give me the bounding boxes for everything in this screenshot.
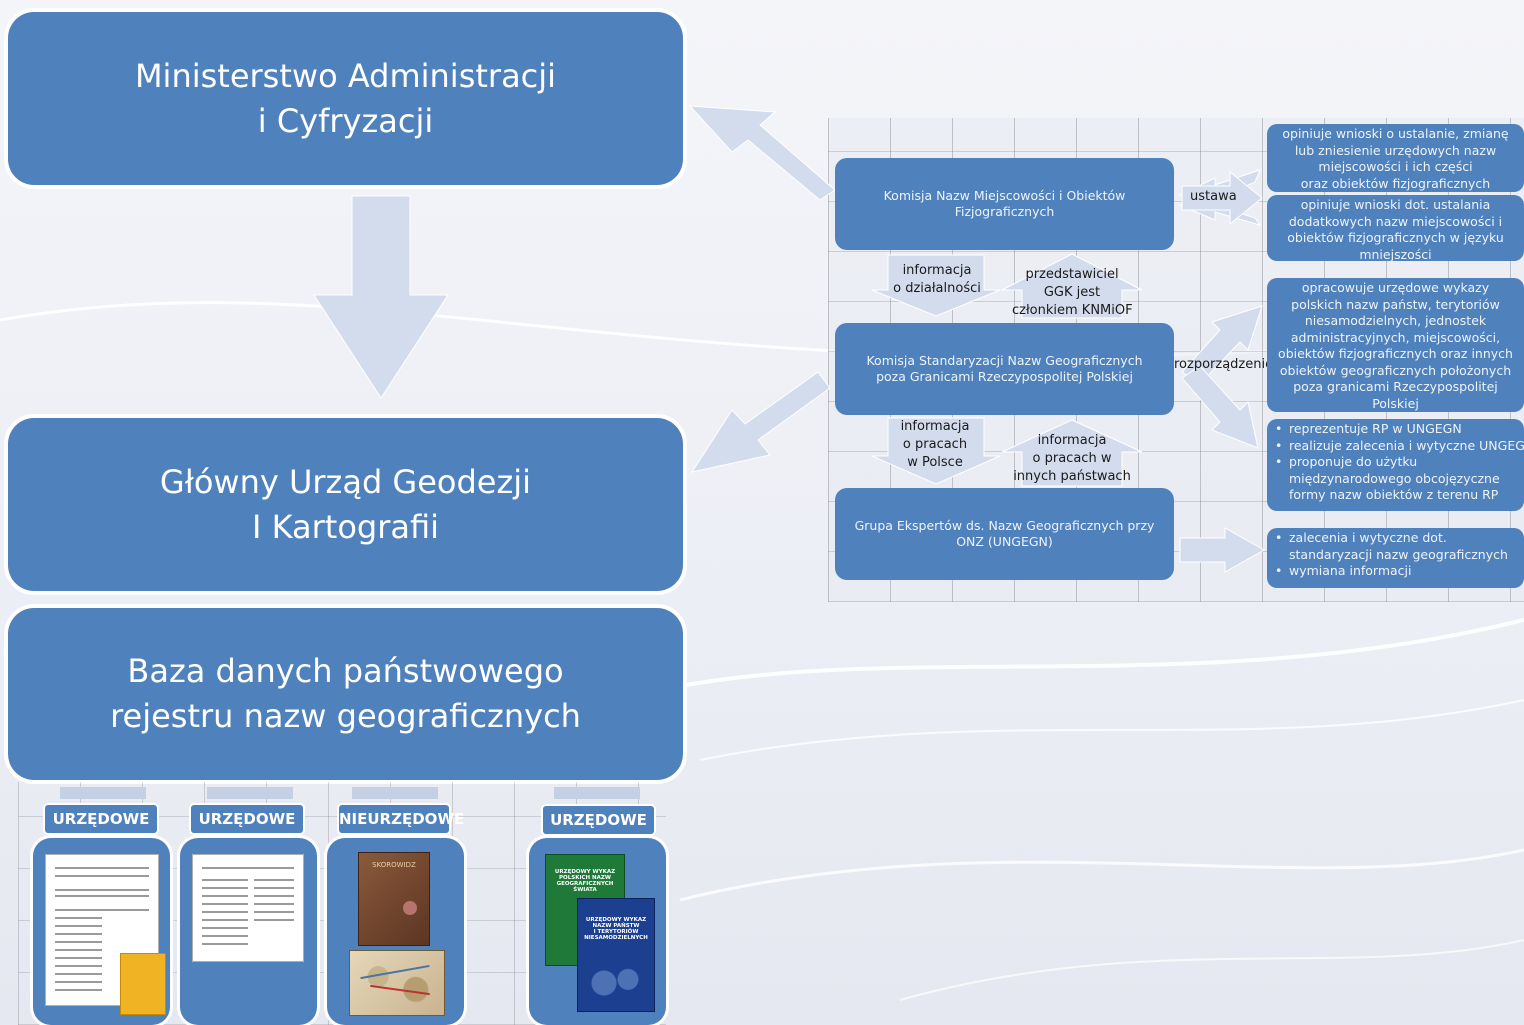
ustawa-label: ustawa	[1190, 189, 1237, 204]
duty-1-line: opiniuje wnioski o ustalanie, zmianę	[1282, 126, 1509, 141]
duty-3-line: niesamodzielnych, jednostek	[1304, 313, 1487, 328]
duty-4-item: reprezentuje RP w UNGEGN	[1275, 421, 1520, 438]
database-line-2: rejestru nazw geograficznych	[110, 697, 581, 735]
duty-3-line: obiektów fizjograficznych oraz innych	[1278, 346, 1513, 361]
duty-box-4: reprezentuje RP w UNGEGN realizuje zalec…	[1267, 419, 1524, 511]
document-card-3: SKOROWIDZ	[327, 838, 464, 1025]
duty-box-1: opiniuje wnioski o ustalanie, zmianę lub…	[1267, 124, 1524, 192]
duty-4-item: proponuje do użytku	[1275, 454, 1520, 471]
info-poland-line-1: informacja	[900, 419, 970, 434]
duty-box-5: zalecenia i wytyczne dot. standaryzacji …	[1267, 528, 1524, 588]
ministry-line-2: i Cyfryzacji	[257, 101, 434, 140]
tag-unofficial: NIEURZĘDOWE	[339, 805, 464, 833]
book-1-title-line: POLSKICH NAZW	[559, 875, 611, 881]
book-1-title-line: URZĘDOWY WYKAZ	[554, 869, 616, 875]
tag-connector	[352, 787, 438, 799]
database-line-1: Baza danych państwowego	[127, 652, 564, 690]
tag-connector	[60, 787, 146, 799]
ungegn-label: Grupa Ekspertów ds. Nazw Geograficznych …	[854, 518, 1155, 549]
info-poland-label: informacja o pracach w Polsce	[892, 418, 978, 472]
info-poland-line-2: o pracach	[902, 437, 968, 452]
gugik-box: Główny Urząd Geodezji I Kartografii	[8, 418, 683, 591]
duty-3-line: obiektów geograficznych położonych	[1279, 362, 1512, 378]
database-box: Baza danych państwowego rejestru nazw ge…	[8, 608, 683, 780]
duty-5-item: zalecenia i wytyczne dot.	[1275, 530, 1520, 547]
duty-4-item: realizuje zalecenia i wytyczne UNGEGN	[1275, 438, 1524, 455]
representative-label: przedstawiciel GGK jest członkiem KNMiOF	[1012, 266, 1133, 320]
book-2-title-line: NAZW PAŃSTW	[592, 923, 640, 929]
book-2-title-line: URZĘDOWY WYKAZ	[585, 917, 647, 923]
ksng-label: Komisja Standaryzacji Nazw Geograficznyc…	[866, 353, 1143, 384]
tag-connector	[554, 787, 640, 799]
ministry-box: Ministerstwo Administracji i Cyfryzacji	[8, 12, 683, 185]
duty-1-line: lub zniesienie urzędowych nazw	[1294, 142, 1497, 158]
info-countries-line-1: informacja	[1037, 433, 1107, 448]
rep-line-3: członkiem KNMiOF	[1012, 303, 1133, 318]
old-book-title: SKOROWIDZ	[372, 861, 416, 869]
info-countries-label: informacja o pracach w innych państwach	[1012, 432, 1132, 486]
rep-line-1: przedstawiciel	[1025, 267, 1119, 282]
arrow-to-gugik	[690, 371, 831, 473]
document-card-4: URZĘDOWY WYKAZ POLSKICH NAZW GEOGRAFICZN…	[529, 838, 666, 1025]
duty-3-line: polskich nazw państw, terytoriów	[1291, 296, 1500, 312]
gugik-line-1: Główny Urząd Geodezji	[159, 462, 532, 501]
rep-line-2: GGK jest	[1043, 285, 1101, 300]
duty-2-line: mniejszości	[1359, 246, 1432, 262]
duty-4-item-cont: międzynarodowego obcojęzyczne	[1289, 470, 1500, 486]
tag-official-1: URZĘDOWE	[45, 805, 157, 833]
duty-2-line: opiniuje wnioski dot. ustalania	[1300, 197, 1491, 212]
book-1-title-line: GEOGRAFICZNYCH	[556, 881, 614, 887]
book-1-title-line: ŚWIATA	[573, 887, 597, 893]
law-document-image	[45, 854, 166, 1015]
duty-box-3: opracowuje urzędowe wykazy polskich nazw…	[1267, 278, 1524, 412]
info-activity-line-2: o działalności	[893, 281, 981, 296]
duty-1-line: oraz obiektów fizjograficznych	[1300, 175, 1491, 191]
ksng-box: Komisja Standaryzacji Nazw Geograficznyc…	[835, 323, 1174, 415]
tag-official-3: URZĘDOWE	[543, 806, 654, 834]
tag-official-2: URZĘDOWE	[191, 805, 303, 833]
info-countries-line-2: o pracach w	[1032, 451, 1112, 466]
duty-box-2: opiniuje wnioski dot. ustalania dodatkow…	[1267, 195, 1524, 262]
down-arrow	[313, 195, 449, 399]
duty-5-item-cont: standaryzacji nazw geograficznych	[1289, 546, 1508, 562]
document-card-1	[33, 838, 170, 1025]
book-2-title-line: NIESAMODZIELNYCH	[584, 935, 648, 941]
old-book-image: SKOROWIDZ	[358, 852, 430, 946]
duty-3-line: poza granicami Rzeczypospolitej	[1293, 379, 1498, 394]
duty-4-item-cont: formy nazw obiektów z terenu RP	[1289, 487, 1499, 502]
ungegn-box: Grupa Ekspertów ds. Nazw Geograficznych …	[835, 488, 1174, 580]
rozporzadzenie-label: rozporządzenie	[1174, 357, 1274, 372]
info-activity-line-1: informacja	[902, 263, 972, 278]
knmiof-box: Komisja Nazw Miejscowości i Obiektów Fiz…	[835, 158, 1174, 250]
duty-3-line: opracowuje urzędowe wykazy	[1301, 280, 1490, 295]
info-countries-line-3: innych państwach	[1013, 469, 1131, 484]
book-2-title-line: I TERYTORIÓW	[593, 929, 639, 935]
info-activity-label: informacja o działalności	[892, 262, 982, 298]
map-image	[349, 950, 445, 1016]
duty-2-line: dodatkowych nazw miejscowości i	[1288, 213, 1503, 229]
regulation-document-image	[192, 854, 304, 962]
duty-2-line: obiektów fizjograficznych w języku	[1287, 230, 1504, 245]
duty-1-line: miejscowości i ich części	[1318, 159, 1473, 174]
duty-5-item: wymiana informacji	[1275, 563, 1520, 580]
arrow-to-ministry	[688, 105, 836, 201]
document-card-2	[180, 838, 317, 1025]
knmiof-label: Komisja Nazw Miejscowości i Obiektów Fiz…	[883, 188, 1126, 219]
duty-3-line: administracyjnych, miejscowości,	[1290, 329, 1501, 345]
info-poland-line-3: w Polsce	[907, 455, 963, 470]
gugik-line-2: I Kartografii	[251, 507, 440, 546]
duty-3-line: Polskiej	[1372, 395, 1419, 411]
yellow-booklet-image	[120, 953, 166, 1015]
book-states-territories: URZĘDOWY WYKAZ NAZW PAŃSTW I TERYTORIÓW …	[577, 898, 655, 1012]
ministry-line-1: Ministerstwo Administracji	[134, 56, 557, 95]
tag-connector	[207, 787, 293, 799]
